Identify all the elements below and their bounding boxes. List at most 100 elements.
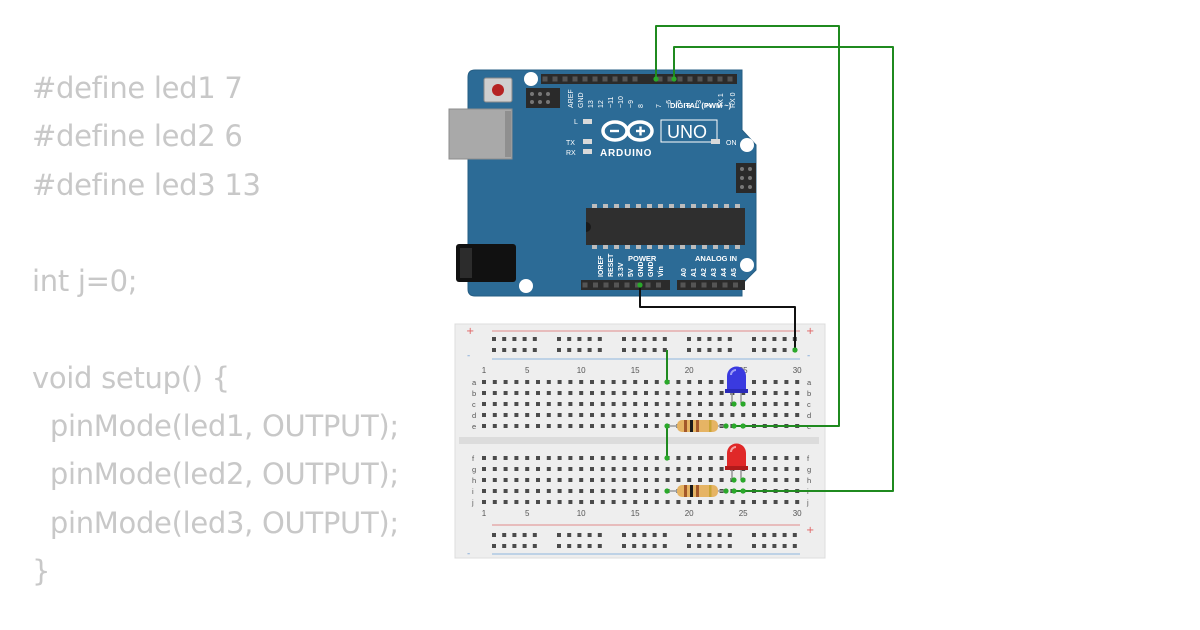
code-line: #define led1 7 [32, 71, 243, 105]
breadboard-hole [611, 478, 616, 482]
breadboard[interactable]: + + + - - - 115510101515202025253030aabb… [454, 323, 826, 559]
rx-led-label: RX [566, 150, 576, 157]
breadboard-hole [795, 413, 800, 417]
rail-hole [597, 533, 602, 537]
power-pin-label: Vin [658, 266, 665, 277]
breadboard-hole [557, 380, 562, 384]
rail-hole [717, 544, 722, 548]
breadboard-hole [590, 456, 594, 460]
breadboard-hole [665, 478, 670, 482]
breadboard-hole [654, 424, 659, 428]
breadboard-hole [795, 391, 800, 395]
breadboard-hole [492, 456, 497, 460]
rail-hole [762, 337, 767, 341]
led-red[interactable] [725, 443, 748, 481]
breadboard-hole [492, 500, 497, 504]
breadboard-hole [590, 467, 594, 471]
breadboard-hole [600, 489, 605, 493]
breadboard-hole [514, 413, 519, 417]
rail-hole [652, 337, 657, 341]
rail-hole [502, 533, 507, 537]
breadboard-hole [633, 424, 638, 428]
breadboard-hole [762, 391, 767, 395]
rail-minus-mark: - [807, 351, 810, 361]
breadboard-hole [752, 467, 756, 471]
header-pin [622, 76, 628, 82]
breadboard-hole [698, 413, 702, 417]
wire-pin7[interactable] [655, 25, 840, 427]
power-pin-label: 5V [628, 268, 635, 277]
chip-leg [625, 245, 630, 249]
rail-hole [707, 533, 712, 537]
rail-hole [642, 544, 647, 548]
breadboard-hole [687, 478, 692, 482]
rail-hole [652, 533, 657, 537]
code-line: int j=0; [32, 264, 138, 299]
breadboard-hole [514, 489, 519, 493]
row-letter: f [807, 454, 810, 463]
breadboard-hole [687, 380, 692, 384]
breadboard-hole [644, 402, 648, 406]
breadboard-hole [622, 478, 627, 482]
chip-leg [603, 245, 608, 249]
header-pin [612, 76, 618, 82]
digital-pin-label: GND [578, 92, 585, 108]
header-pin [552, 76, 558, 82]
rail-hole [687, 348, 691, 352]
wire-pin6[interactable] [673, 46, 894, 492]
breadboard-hole [633, 456, 638, 460]
rail-hole [652, 348, 657, 352]
connection-dot [740, 401, 746, 407]
breadboard-hole [492, 467, 497, 471]
connection-dot [723, 423, 729, 429]
power-pin-label: GND [638, 261, 645, 277]
breadboard-hole [514, 500, 519, 504]
breadboard-hole [482, 478, 486, 482]
breadboard-hole [654, 467, 659, 471]
digital-header [541, 74, 737, 84]
header-pin [667, 76, 673, 82]
analog-label: ANALOG IN [695, 254, 737, 263]
breadboard-hole [611, 391, 616, 395]
connection-dot [731, 488, 737, 494]
breadboard-hole [773, 500, 778, 504]
breadboard-hole [752, 456, 756, 460]
breadboard-hole [482, 391, 486, 395]
breadboard-hole [698, 380, 702, 384]
breadboard-hole [676, 380, 681, 384]
rail-plus-mark: + [806, 326, 814, 337]
rail-hole [622, 544, 626, 548]
breadboard-hole [795, 456, 800, 460]
resistor-bottom[interactable] [667, 485, 726, 497]
led-blue[interactable] [725, 366, 748, 404]
breadboard-hole [600, 456, 605, 460]
connection-dot [731, 423, 737, 429]
breadboard-hole [492, 413, 497, 417]
arduino-uno-board[interactable]: DIGITAL (PWM ~) L TX RX ARDUINO UNO ON [448, 69, 757, 297]
breadboard-hole [590, 380, 594, 384]
rail-hole [512, 348, 517, 352]
breadboard-hole [568, 413, 573, 417]
breadboard-hole [546, 500, 551, 504]
breadboard-hole [546, 380, 551, 384]
column-number: 20 [685, 509, 694, 518]
breadboard-hole [698, 500, 702, 504]
breadboard-hole [622, 391, 627, 395]
rail-hole [782, 337, 787, 341]
rail-hole [697, 544, 702, 548]
mount-hole [524, 72, 538, 86]
column-number: 1 [482, 366, 487, 375]
breadboard-hole [557, 413, 562, 417]
resistor-top[interactable] [667, 420, 726, 432]
row-letter: c [472, 400, 476, 409]
breadboard-hole [525, 380, 530, 384]
row-letter: i [472, 487, 474, 496]
row-letter: c [807, 400, 811, 409]
column-number: 30 [793, 509, 802, 518]
wire-ground[interactable] [639, 285, 796, 350]
column-number: 25 [739, 509, 748, 518]
breadboard-hole [665, 467, 670, 471]
breadboard-hole [622, 500, 627, 504]
header-pin [691, 282, 696, 288]
breadboard-hole [676, 402, 681, 406]
